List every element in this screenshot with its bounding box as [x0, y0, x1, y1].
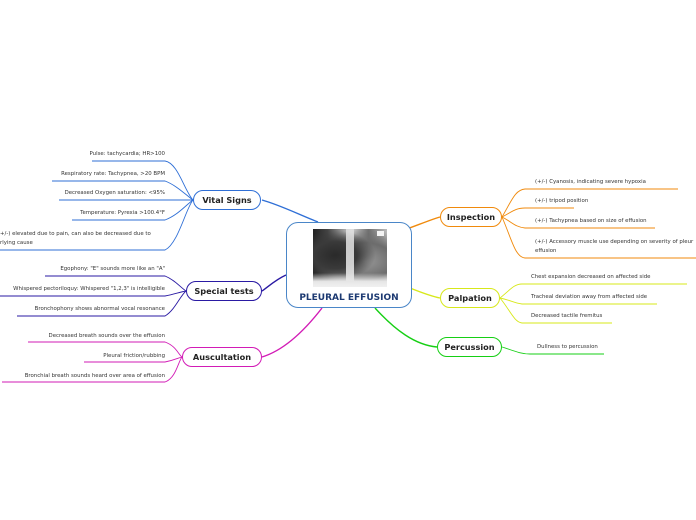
- branch-inspection-label: Inspection: [446, 212, 496, 222]
- central-topic-title: PLEURAL EFFUSION: [299, 293, 399, 303]
- underline-insp-cyanosis: [501, 188, 678, 218]
- branch-auscultation[interactable]: Auscultation: [182, 347, 262, 367]
- central-topic[interactable]: PLEURAL EFFUSION: [286, 222, 412, 308]
- underline-insp-accessory: [501, 216, 696, 259]
- leaf-palp-fremitus[interactable]: Decreased tactile fremitus: [531, 313, 603, 319]
- leaf-vital-respiratory-rate[interactable]: Respiratory rate: Tachypnea, >20 BPM: [61, 171, 165, 177]
- connector-vital-signs: [261, 199, 319, 223]
- branch-palpation-label: Palpation: [448, 293, 492, 303]
- underline-insp-tachypnea: [501, 216, 655, 229]
- branch-percussion-label: Percussion: [444, 342, 495, 352]
- branch-inspection[interactable]: Inspection: [440, 207, 502, 227]
- underline-ausc-pleural: [84, 356, 183, 363]
- xray-marker: [377, 231, 384, 236]
- underline-palp-tracheal: [499, 297, 657, 305]
- branch-vital-signs-label: Vital Signs: [202, 195, 252, 205]
- leaf-ausc-pleural[interactable]: Pleural friction/rubbing: [103, 353, 165, 359]
- underline-vital-rr: [52, 180, 194, 201]
- leaf-palp-chest-expansion[interactable]: Chest expansion decreased on affected si…: [531, 274, 651, 280]
- branch-auscultation-label: Auscultation: [192, 352, 252, 362]
- leaf-ausc-bronchial[interactable]: Bronchial breath sounds heard over area …: [24, 373, 165, 379]
- underline-vital-pulse: [92, 160, 194, 201]
- leaf-vital-oxygen[interactable]: Decreased Oxygen saturation: <95%: [64, 190, 165, 196]
- leaf-vital-pain-line1[interactable]: +/-) elevated due to pain, can also be d…: [0, 231, 151, 237]
- underline-perc-dullness: [501, 346, 604, 355]
- xray-diaphragm-shadow: [313, 273, 387, 287]
- leaf-special-bronchophony[interactable]: Bronchophony shows abnormal vocal resona…: [34, 306, 165, 312]
- underline-special-egophony: [45, 275, 187, 292]
- branch-special-tests[interactable]: Special tests: [186, 281, 262, 301]
- underline-insp-tripod: [501, 207, 574, 218]
- connector-palpation: [409, 287, 441, 299]
- leaf-insp-cyanosis[interactable]: (+/-) Cyanosis, indicating severe hypoxi…: [535, 179, 646, 185]
- branch-percussion[interactable]: Percussion: [437, 337, 502, 357]
- underline-ausc-decreased: [28, 341, 183, 358]
- leaf-special-egophony[interactable]: Egophony: "E" sounds more like an "A": [60, 266, 165, 272]
- underline-ausc-bronchial: [2, 356, 183, 383]
- leaf-perc-dullness[interactable]: Dullness to percussion: [537, 344, 598, 350]
- leaf-insp-tachypnea[interactable]: (+/-) Tachypnea based on size of effusio…: [535, 218, 647, 224]
- underline-special-broncho: [17, 290, 187, 317]
- leaf-insp-tripod[interactable]: (+/-) tripod position: [535, 198, 589, 204]
- underline-vital-temp: [72, 199, 194, 221]
- chest-xray-image: [313, 229, 387, 287]
- branch-special-tests-label: Special tests: [194, 286, 254, 296]
- leaf-vital-pulse[interactable]: Pulse: tachycardia; HR>100: [89, 151, 165, 157]
- leaf-palp-tracheal[interactable]: Tracheal deviation away from affected si…: [531, 294, 648, 300]
- leaf-vital-temperature[interactable]: Temperature: Pyrexia >100.4°F: [80, 210, 165, 216]
- leaf-ausc-decreased[interactable]: Decreased breath sounds over the effusio…: [48, 333, 165, 339]
- xray-spine-shadow: [346, 229, 354, 287]
- leaf-insp-accessory-line2[interactable]: effusion: [535, 248, 557, 254]
- branch-palpation[interactable]: Palpation: [440, 288, 500, 308]
- leaf-special-whispered[interactable]: Whispered pectoriloquy: Whispered "1,2,3…: [13, 286, 165, 292]
- connector-auscultation: [261, 307, 323, 358]
- underline-palp-fremitus: [499, 297, 612, 324]
- underline-vital-pain: [0, 199, 194, 251]
- connector-percussion: [374, 307, 438, 348]
- leaf-vital-pain-line2[interactable]: rlying cause: [0, 240, 33, 246]
- underline-special-whispered: [0, 290, 187, 297]
- connector-special-tests: [261, 274, 287, 292]
- underline-palp-chest: [499, 283, 687, 299]
- branch-vital-signs[interactable]: Vital Signs: [193, 190, 261, 210]
- leaf-insp-accessory-line1[interactable]: (+/-) Accessory muscle use depending on …: [535, 239, 694, 245]
